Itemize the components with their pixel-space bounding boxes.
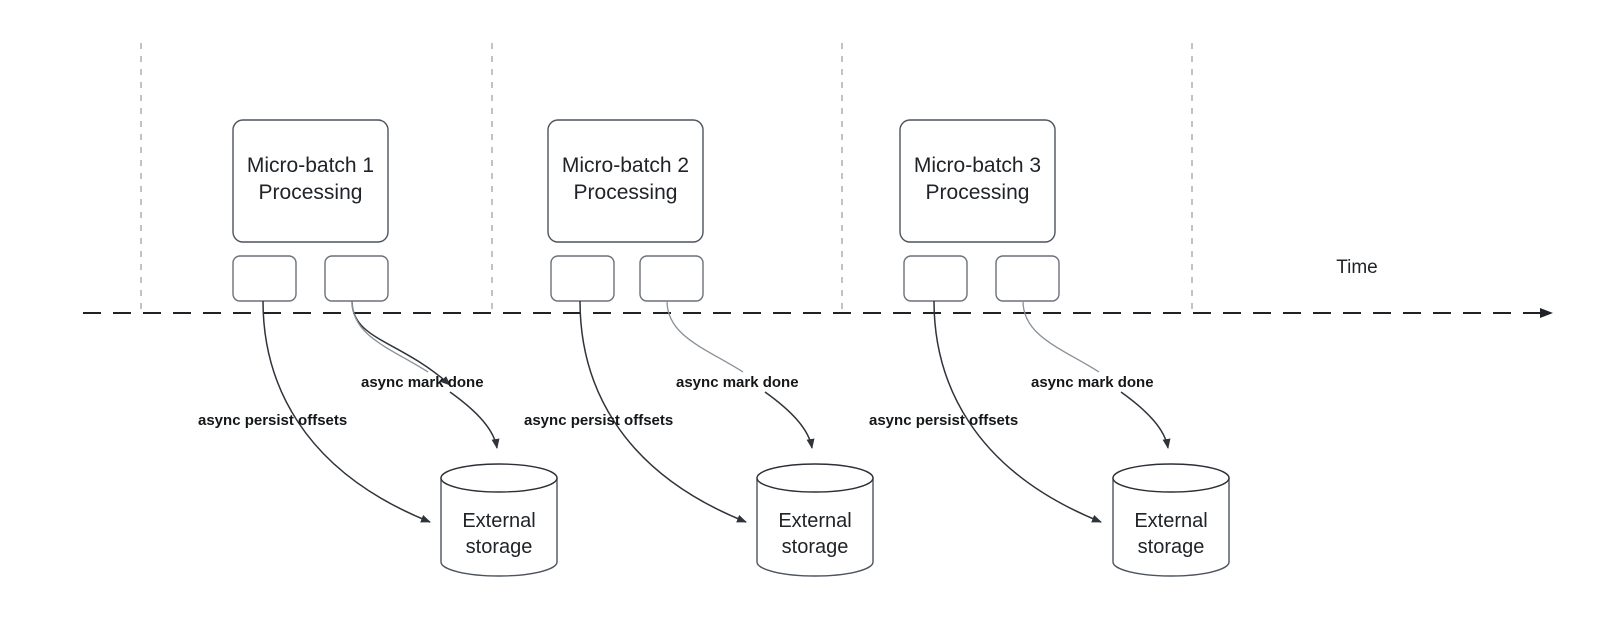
edge-label-mark-done-2: async mark done [676,374,799,391]
mark-done-arrow-3-lower [1120,391,1171,449]
external-storage-2-label-line2: storage [782,536,849,558]
edge-label-persist-offsets-1: async persist offsets [198,412,347,429]
time-axis-label: Time [1336,257,1378,278]
external-storage-2-top [756,463,874,493]
time-axis: Time [83,257,1553,318]
task-box-1b[interactable] [324,255,389,302]
edge-label-mark-done-1: async mark done [361,374,484,391]
task-box-3a[interactable] [903,255,968,302]
micro-batch-3-box[interactable] [899,119,1056,243]
timeline-tick-lines [140,43,1193,313]
edge-label-persist-offsets-2: async persist offsets [524,412,673,429]
micro-batch-3-label-line1: Micro-batch 3 [914,154,1041,177]
external-storage-3-label-line1: External [1134,510,1207,532]
group-2: Micro-batch 2 Processing External storag… [524,119,874,577]
persist-offsets-arrow-3 [933,300,1102,523]
external-storage-2-body [756,477,874,577]
mark-done-arrow-3-upper [1022,300,1100,373]
external-storage-1-body [440,477,558,577]
micro-batch-2-box[interactable] [547,119,704,243]
micro-batch-2-label-line2: Processing [574,181,678,204]
task-box-3b[interactable] [995,255,1060,302]
mark-done-arrow-2-upper [666,300,744,373]
group-1: Micro-batch 1 Processing External storag… [198,119,558,577]
external-storage-2[interactable]: External storage [756,463,874,577]
external-storage-1-label-line2: storage [466,536,533,558]
micro-batch-3-label-line2: Processing [926,181,1030,204]
task-box-2b[interactable] [639,255,704,302]
mark-done-arrow-2-lower [764,391,815,449]
persist-offsets-arrow-1 [262,300,431,523]
task-box-1a[interactable] [232,255,297,302]
external-storage-1-label-line1: External [462,510,535,532]
external-storage-1[interactable]: External storage [440,463,558,577]
micro-batch-2-label-line1: Micro-batch 2 [562,154,689,177]
external-storage-2-label-line1: External [778,510,851,532]
persist-offsets-arrow-2 [579,300,747,523]
task-box-2a[interactable] [550,255,615,302]
external-storage-3-label-line2: storage [1138,536,1205,558]
micro-batch-1-box[interactable] [232,119,389,243]
mark-done-arrow-1-upper [351,300,429,373]
external-storage-1-top [440,463,558,493]
mark-done-arrow-1-lower [449,391,500,449]
external-storage-3-top [1112,463,1230,493]
edge-label-mark-done-3: async mark done [1031,374,1154,391]
edge-label-persist-offsets-3: async persist offsets [869,412,1018,429]
external-storage-3[interactable]: External storage [1112,463,1230,577]
external-storage-3-body [1112,477,1230,577]
micro-batch-1-label-line2: Processing [259,181,363,204]
group-3: Micro-batch 3 Processing External storag… [869,119,1230,577]
micro-batch-1-label-line1: Micro-batch 1 [247,154,374,177]
